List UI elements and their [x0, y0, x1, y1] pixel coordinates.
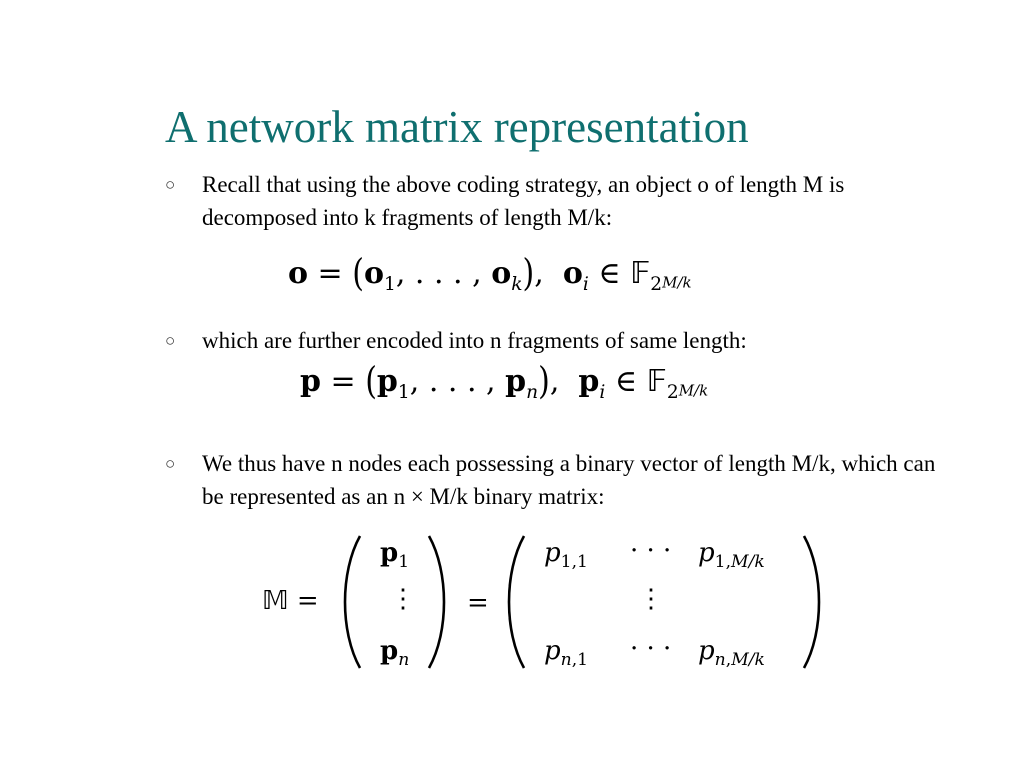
- bullet-marker-icon: ○: [165, 175, 176, 194]
- equation-encoded-fragments: p = (p1, . . . , pn), pi ∈ 𝔽2M/k: [300, 359, 709, 404]
- matrix-brackets: [343, 535, 821, 669]
- equation-object-fragments: o = (o1, . . . , ok), oi ∈ 𝔽2M/k: [288, 251, 692, 296]
- bullet-text: Recall that using the above coding strat…: [202, 172, 845, 230]
- equation-network-matrix: 𝕄 = p1 ⋮ pn = p1,1 · · · p1,M/k ⋮ pn,1 ·…: [262, 532, 832, 672]
- slide-title: A network matrix representation: [165, 102, 749, 152]
- bullet-text: We thus have n nodes each possessing a b…: [202, 451, 936, 509]
- bullet-text: which are further encoded into n fragmen…: [202, 328, 747, 353]
- bullet-marker-icon: ○: [165, 331, 176, 350]
- bullet-marker-icon: ○: [165, 454, 176, 473]
